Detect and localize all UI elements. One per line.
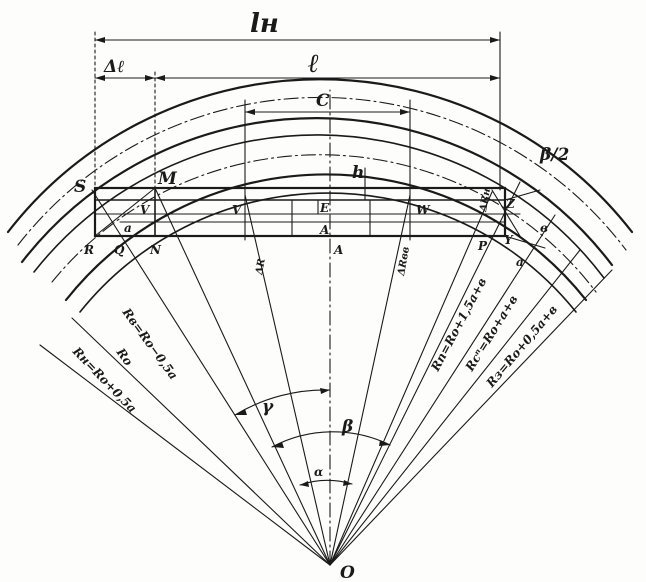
label-ar2: ΔRвв xyxy=(396,245,412,277)
label-c: C xyxy=(316,91,330,111)
arc-rz xyxy=(33,134,605,279)
label-S: S xyxy=(74,177,86,197)
label-R: R xyxy=(83,243,94,257)
label-ar: ΔR xyxy=(254,258,268,277)
label-b-right: в xyxy=(540,221,548,235)
label-q: a xyxy=(124,221,132,235)
arrow-gamma-r xyxy=(320,388,330,394)
dimension-arrows xyxy=(95,37,500,115)
arrow-gamma-l xyxy=(235,409,247,415)
radial-8 xyxy=(329,181,521,566)
arrow-c-right xyxy=(400,109,410,115)
angle-arrows xyxy=(235,388,390,487)
label-alpha: α xyxy=(314,465,323,479)
right-ext-y xyxy=(504,235,546,249)
panel-rectangles xyxy=(93,186,546,249)
label-P: P xyxy=(477,239,488,253)
label-ln: lн xyxy=(250,9,279,39)
radial-7 xyxy=(329,191,493,566)
radial-9 xyxy=(329,214,556,566)
arrow-ln-left xyxy=(95,37,105,43)
radial-lines xyxy=(39,181,613,566)
label-M: M xyxy=(157,169,178,189)
label-delta-l: Δℓ xyxy=(103,57,124,77)
right-ext-z xyxy=(504,189,541,201)
radial-3 xyxy=(91,189,331,566)
label-Z: Z xyxy=(505,197,516,211)
arrow-dl-right xyxy=(145,75,155,81)
arc-r-inner-a xyxy=(64,173,588,302)
label-A: A xyxy=(333,243,343,257)
label-O: O xyxy=(340,563,355,582)
arc-r-inner-b xyxy=(79,192,577,313)
label-Q: Q xyxy=(114,243,125,257)
arrow-l-right xyxy=(490,75,500,81)
label-A-inner: A xyxy=(319,223,329,237)
label-N: N xyxy=(149,243,162,257)
arc-r0-dashdot xyxy=(51,154,597,293)
text-labels: lн Δℓ ℓ C h β/2 S M R Q N a V V W E A A … xyxy=(69,9,569,582)
label-r-inner: Rв=Rо−0,5a xyxy=(119,305,181,382)
arrow-alpha-r xyxy=(343,480,352,486)
arc-outer-rp xyxy=(6,78,634,234)
label-beta-half: β/2 xyxy=(539,145,569,165)
radial-1 xyxy=(39,344,331,566)
radial-10 xyxy=(329,249,581,566)
arrow-c-left xyxy=(245,109,255,115)
arrow-ln-right xyxy=(490,37,500,43)
label-V-left: V xyxy=(140,203,151,217)
label-Y: Y xyxy=(504,233,514,247)
label-E: E xyxy=(319,201,330,215)
arc-beta xyxy=(271,431,391,448)
label-beta: β xyxy=(341,417,353,437)
angle-arcs xyxy=(234,389,391,486)
label-r0: Rо xyxy=(113,345,135,369)
label-a-right: a xyxy=(516,255,524,269)
panel-ticks xyxy=(291,167,371,237)
label-h: h xyxy=(352,163,364,183)
radial-2 xyxy=(71,317,331,566)
label-W: W xyxy=(416,203,431,217)
concentric-arcs xyxy=(6,78,634,313)
radial-5 xyxy=(244,194,331,566)
right-box-diag xyxy=(491,189,521,237)
arc-gamma xyxy=(234,389,331,416)
arrow-beta-r xyxy=(379,440,390,446)
arc-dashdot-upper xyxy=(17,96,627,251)
label-gamma: γ xyxy=(262,397,274,417)
arrow-beta-l xyxy=(272,442,284,448)
radial-11 xyxy=(329,269,613,566)
arrow-dl-left xyxy=(95,75,105,81)
arrow-l-left xyxy=(155,75,165,81)
label-l: ℓ xyxy=(308,49,319,79)
radial-4 xyxy=(154,187,331,566)
arrow-alpha-l xyxy=(300,481,309,487)
label-delta-rn: ΔRн xyxy=(478,188,493,214)
left-box-diag xyxy=(94,187,156,237)
label-V: V xyxy=(232,203,243,217)
radial-6 xyxy=(329,194,411,566)
